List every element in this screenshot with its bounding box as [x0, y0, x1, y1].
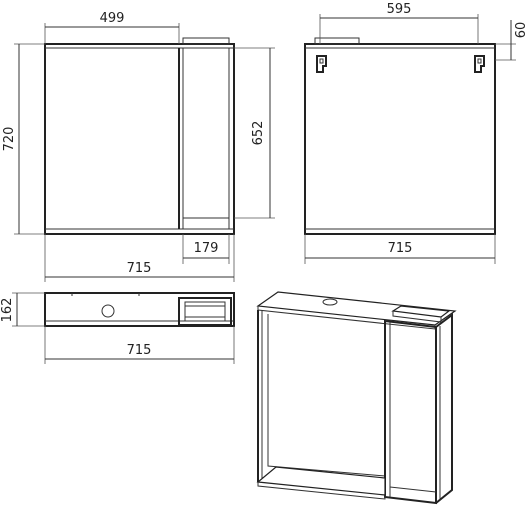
- top-view: 162 715: [0, 292, 235, 364]
- dim-back-width: 595: [387, 2, 412, 17]
- top-hole: [101, 304, 115, 318]
- perspective-bottom-shelf: [256, 466, 386, 496]
- right-hanging-bracket: [474, 55, 485, 73]
- dim-front-height: 720: [2, 127, 17, 152]
- dim-top-depth: 162: [0, 298, 15, 323]
- dim-front-inner-height: 652: [251, 121, 266, 146]
- dim-front-mirror-width: 499: [100, 11, 125, 26]
- front-cabinet-outline: [44, 43, 235, 235]
- left-hanging-bracket: [316, 55, 327, 73]
- back-view: 595 60 715: [304, 2, 529, 264]
- dim-front-shelf-width: 179: [194, 241, 219, 256]
- back-cabinet-outline: [304, 43, 496, 235]
- dim-back-total-width: 715: [388, 241, 413, 256]
- dim-front-total-width: 715: [127, 261, 152, 276]
- perspective-top: [256, 291, 457, 326]
- top-light-box: [178, 297, 232, 326]
- perspective-mirror-panel: [267, 314, 386, 477]
- perspective-door: [384, 319, 437, 505]
- dim-back-offset: 60: [514, 22, 529, 39]
- perspective-view: [256, 291, 457, 505]
- dim-top-total-width: 715: [127, 343, 152, 358]
- front-view: 499 720 652 179 715: [2, 11, 275, 282]
